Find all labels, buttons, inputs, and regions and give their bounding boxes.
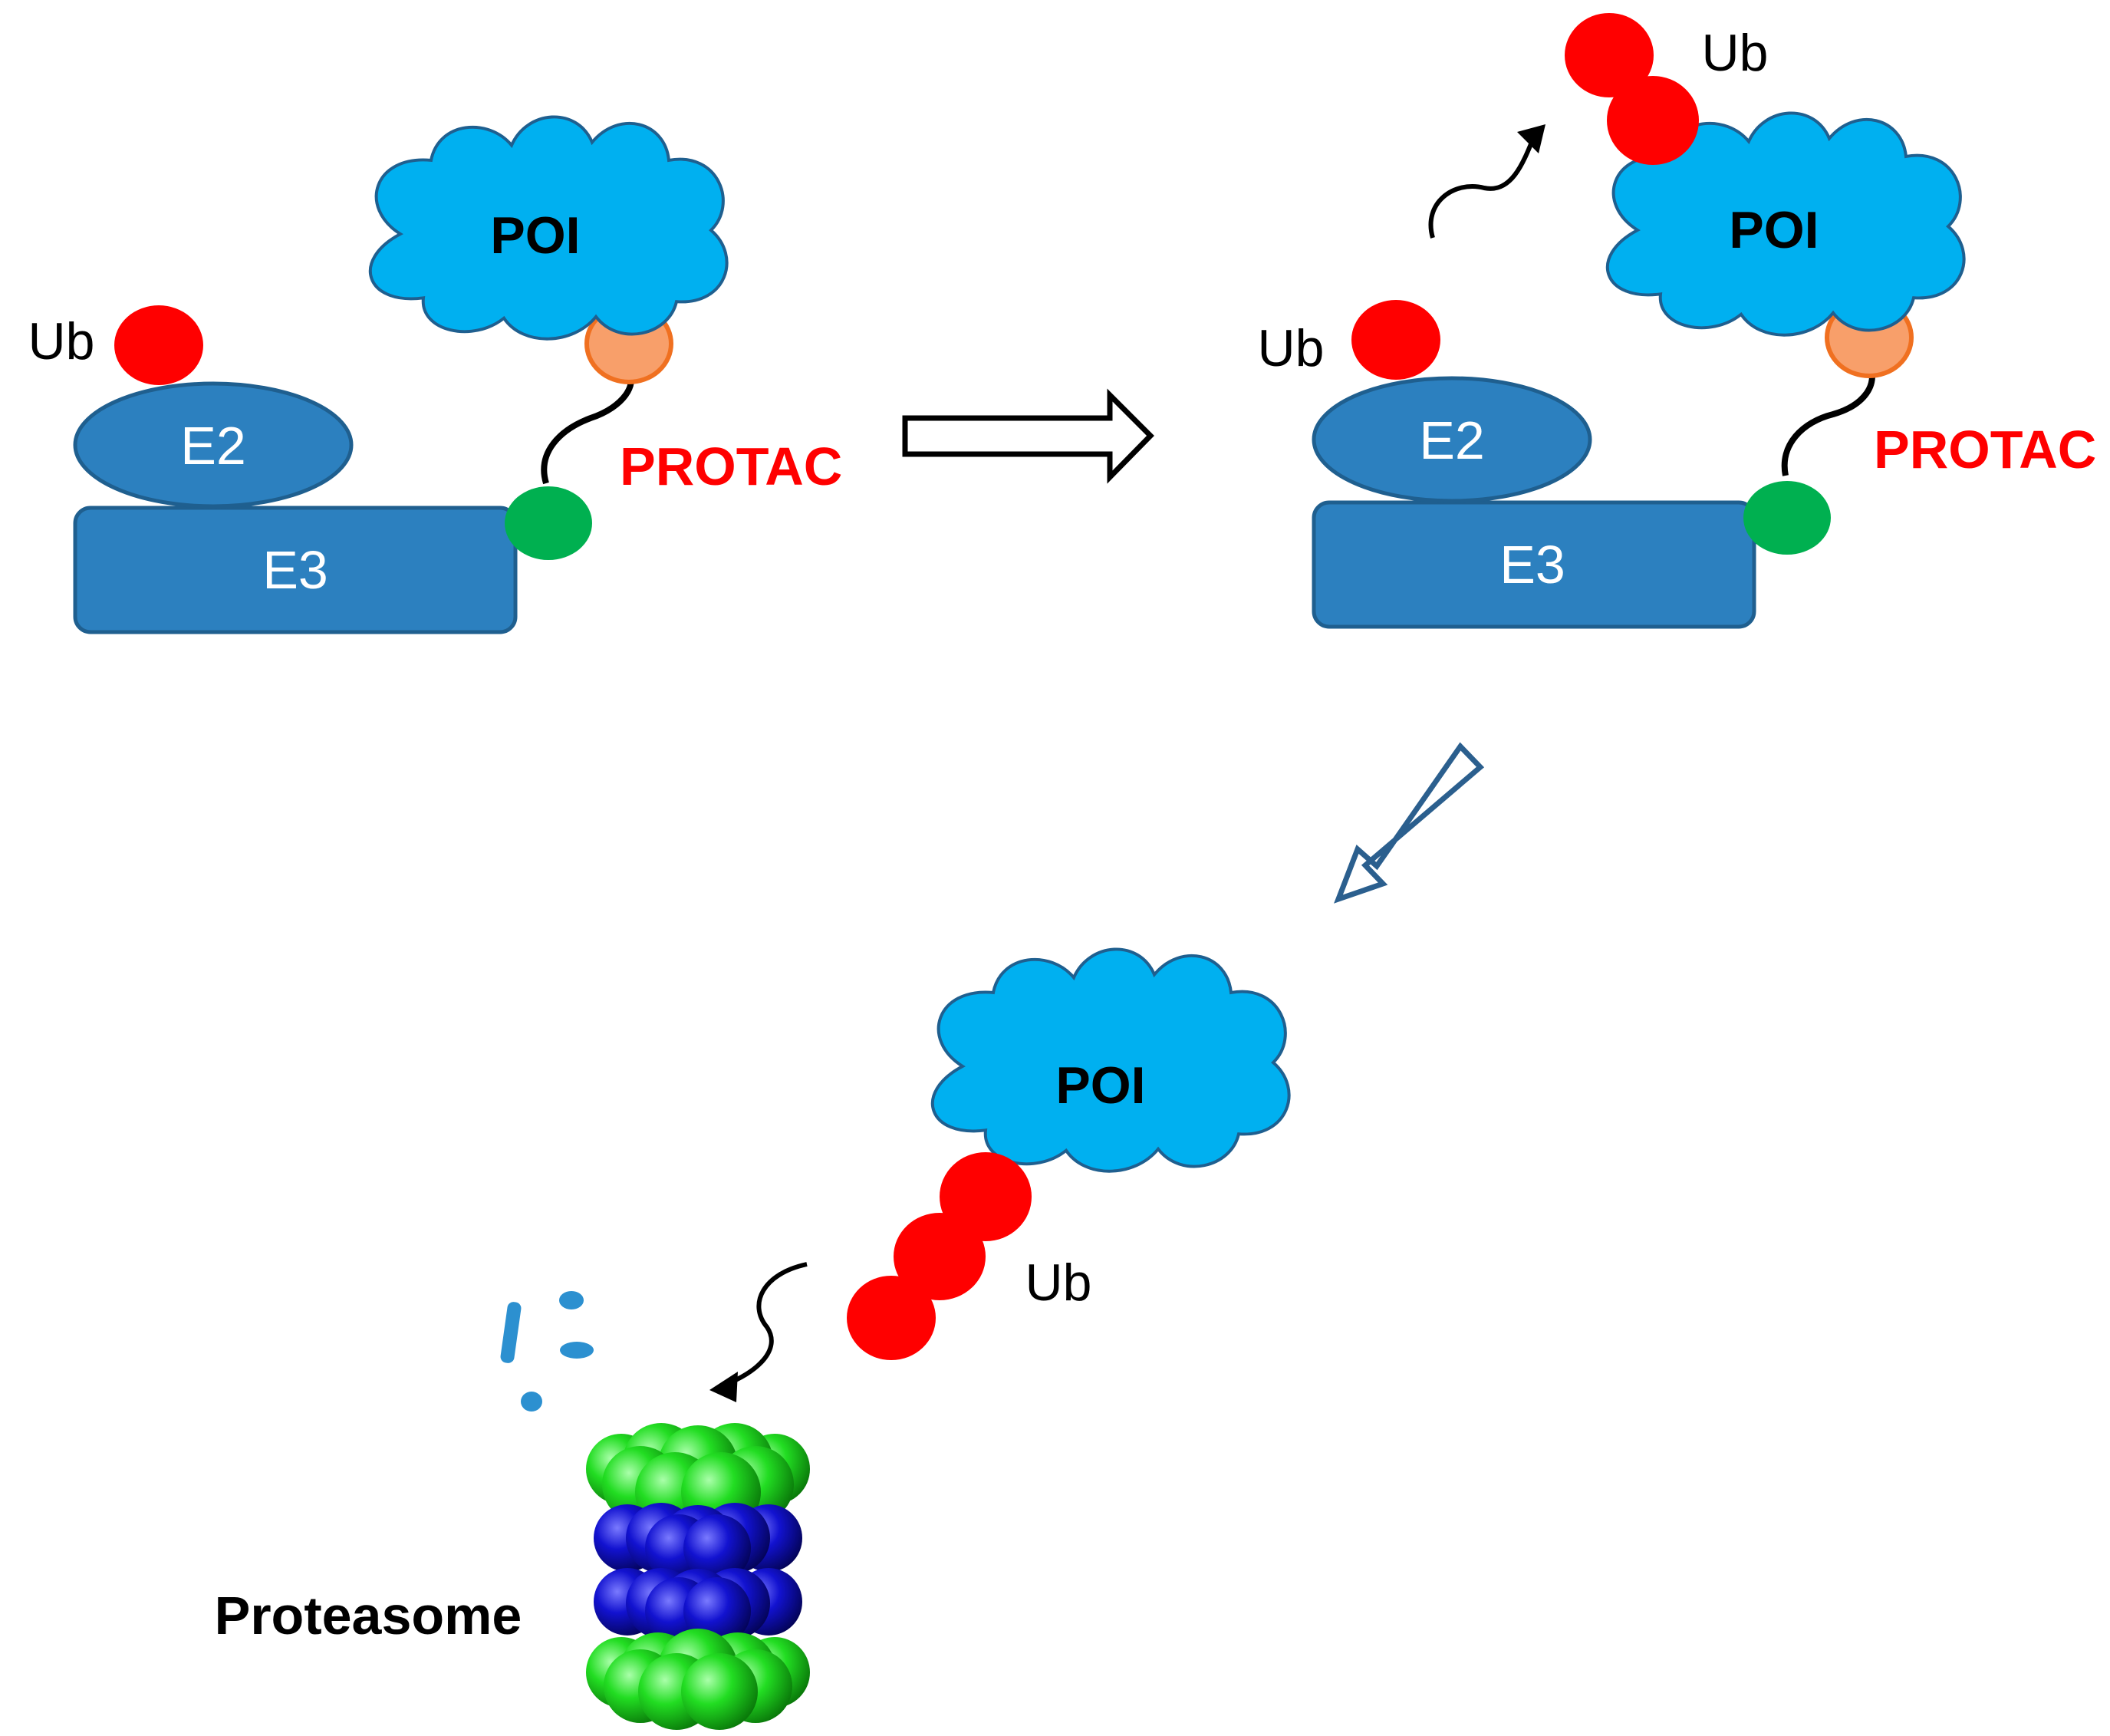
e2-enzyme [1312, 376, 1592, 503]
ubiquitin [114, 305, 203, 385]
peptide-fragment [500, 1302, 522, 1363]
proteasome-inner-ring-2 [594, 1568, 802, 1645]
e3-label: E3 [262, 540, 328, 600]
ubiquitin [847, 1276, 936, 1360]
poi-label: POI [1729, 201, 1819, 259]
ubiquitin [1565, 13, 1654, 97]
complex-ubiquitinated: E3 E2 Ub POI Ub PROTAC [1258, 13, 2096, 629]
transfer-arrowhead [1517, 124, 1545, 153]
peptide-fragment [559, 1291, 584, 1309]
e3-ligand [1743, 481, 1831, 555]
complex-initial: E3 E2 Ub POI PROTAC [28, 115, 842, 634]
e2-label: E2 [1419, 410, 1485, 470]
ub-label: Ub [1258, 319, 1325, 377]
ubiquitin [1607, 76, 1699, 165]
arrow-right [902, 388, 1154, 484]
protac-linker [1781, 365, 1875, 476]
ub-label: Ub [1702, 24, 1769, 82]
ubiquitin [1351, 300, 1440, 380]
peptide-fragment [521, 1392, 542, 1412]
degradation-arrowhead [709, 1372, 738, 1402]
transfer-arrow [1428, 135, 1536, 239]
protac-label: PROTAC [620, 436, 842, 496]
proteasome-inner-ring-1 [594, 1503, 802, 1582]
degradation: POI Ub [215, 947, 1291, 1730]
e3-ligase [1312, 500, 1756, 629]
e2-label: E2 [180, 416, 246, 476]
e3-label: E3 [1499, 535, 1565, 595]
proteasome-label: Proteasome [215, 1586, 522, 1645]
protac-label: PROTAC [1874, 420, 2096, 479]
e3-ligase [73, 506, 518, 634]
proteasome-outer-ring-bottom [586, 1629, 810, 1730]
e3-ligand [505, 486, 592, 560]
ub-label: Ub [28, 312, 95, 371]
poi-label: POI [490, 206, 580, 265]
e2-enzyme [73, 381, 354, 509]
degradation-arrow [723, 1262, 808, 1387]
poi-label: POI [1055, 1056, 1145, 1115]
ub-label: Ub [1025, 1253, 1092, 1312]
protac-linker [541, 370, 634, 485]
peptide-fragment [560, 1342, 594, 1359]
arrow-diagonal [1334, 742, 1485, 904]
proteasome [586, 1423, 810, 1730]
ubiquitin [894, 1213, 986, 1300]
